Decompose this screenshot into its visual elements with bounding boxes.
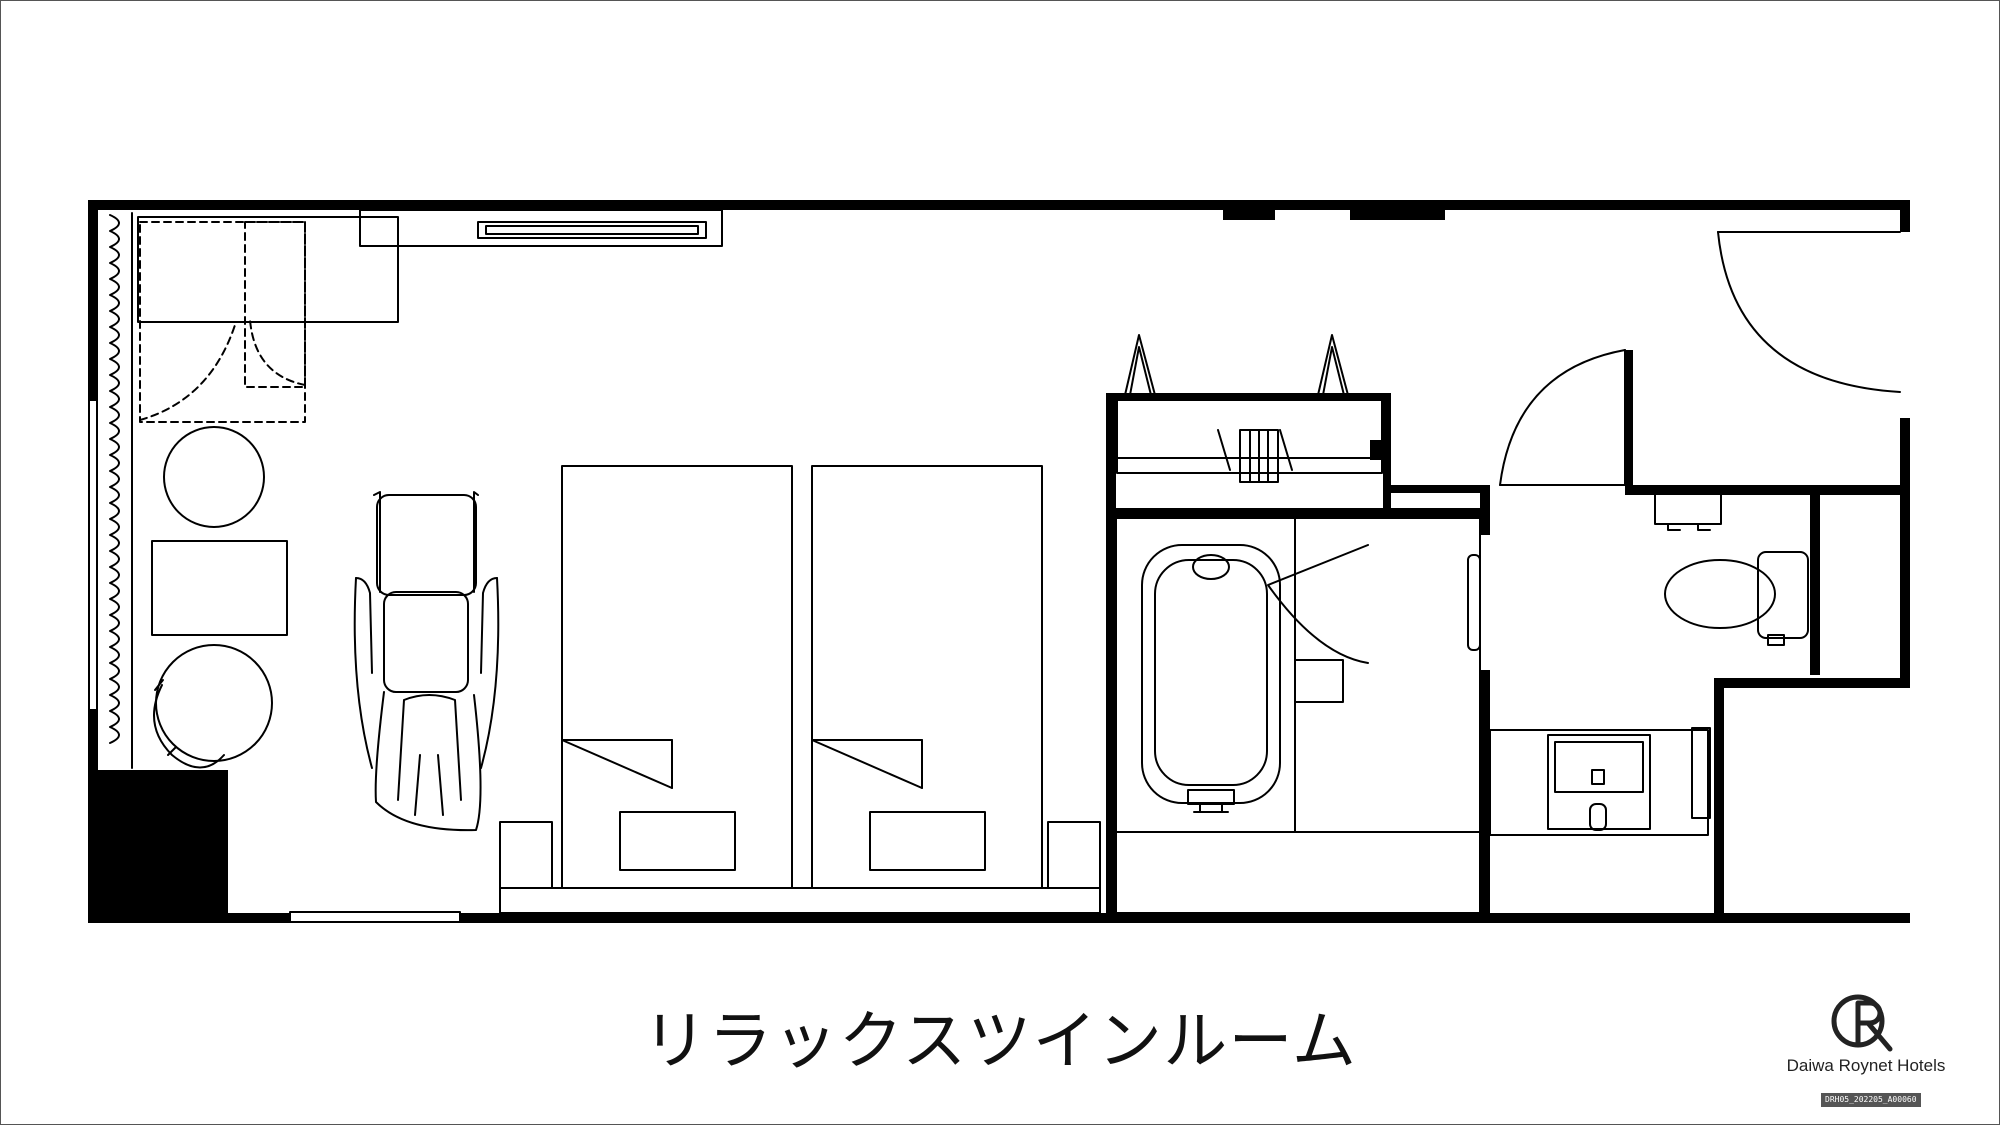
room-title: リラックスツインルーム bbox=[642, 1005, 1358, 1079]
interior-walls bbox=[1106, 350, 1910, 923]
toilet-bowl bbox=[1664, 559, 1776, 629]
wardrobe bbox=[137, 216, 399, 323]
brand-logo: Daiwa Roynet Hotels bbox=[1776, 993, 1945, 1103]
toilet-room bbox=[1489, 493, 1809, 836]
toilet-tank bbox=[1757, 551, 1809, 639]
pillar bbox=[88, 770, 228, 923]
doors bbox=[1499, 231, 1901, 486]
shelf bbox=[359, 209, 723, 247]
bathtub bbox=[1141, 544, 1281, 804]
round-table-top bbox=[163, 426, 265, 528]
image-code: DRH05_202205_A00060 bbox=[1821, 1093, 1921, 1107]
daiwa-roynet-r-logo-icon bbox=[1831, 994, 1893, 1052]
bottom-window bbox=[289, 911, 461, 923]
left-window bbox=[88, 399, 98, 711]
air-conditioner bbox=[477, 221, 707, 239]
curtain bbox=[109, 214, 120, 744]
twin-beds bbox=[499, 465, 1101, 914]
brand-name: Daiwa Roynet Hotels bbox=[1786, 1056, 1946, 1075]
sink bbox=[1547, 734, 1651, 830]
low-table bbox=[151, 540, 288, 636]
massage-chair bbox=[353, 491, 500, 832]
sink-counter bbox=[1489, 729, 1709, 836]
bathroom bbox=[1115, 517, 1481, 914]
outer-walls bbox=[88, 200, 1910, 923]
closet bbox=[1116, 334, 1384, 483]
armchair bbox=[155, 644, 273, 762]
